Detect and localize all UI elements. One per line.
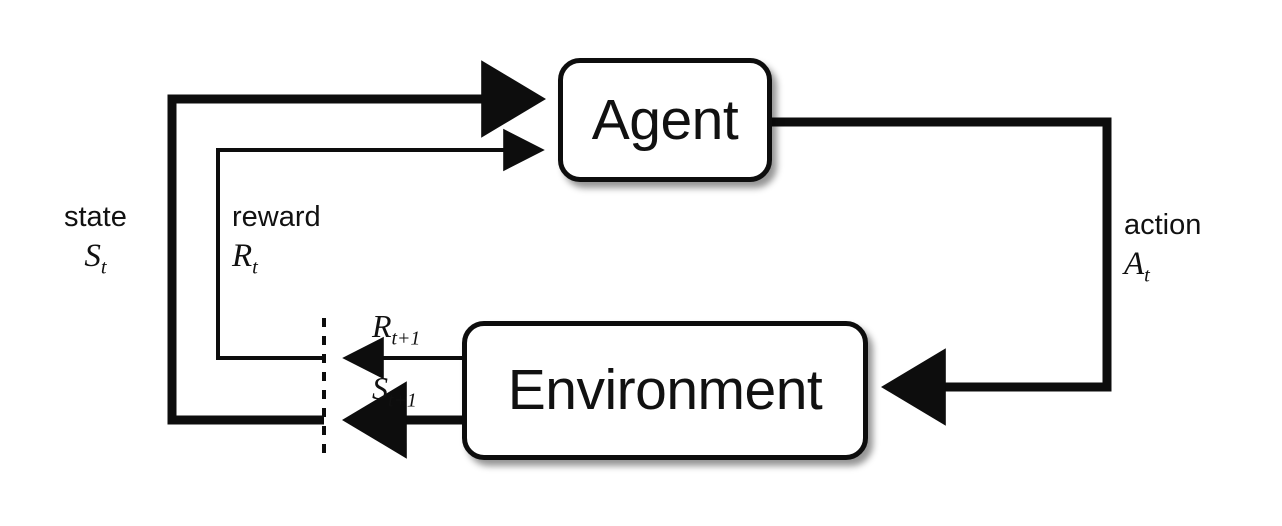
reward-next-symbol: Rt+1 — [372, 308, 421, 350]
reward-edge-symbol: Rt — [232, 238, 258, 280]
state-next-symbol: St+1 — [372, 370, 417, 412]
reward-connector — [216, 128, 545, 360]
environment-node[interactable]: Environment — [462, 321, 868, 460]
reward-edge-word: reward — [232, 201, 321, 233]
state-connector — [167, 60, 547, 425]
state-edge-label: state St — [64, 202, 127, 280]
state-edge-word: state — [64, 201, 127, 233]
action-edge-label: action At — [1124, 210, 1201, 288]
agent-node-label: Agent — [591, 87, 739, 152]
reward-edge-label: reward Rt — [232, 202, 321, 280]
state-edge-symbol: St — [84, 238, 107, 280]
environment-node-label: Environment — [507, 358, 823, 422]
action-connector — [772, 117, 1112, 426]
agent-node[interactable]: Agent — [558, 58, 772, 182]
action-edge-symbol: At — [1124, 246, 1150, 288]
action-edge-word: action — [1124, 209, 1202, 241]
